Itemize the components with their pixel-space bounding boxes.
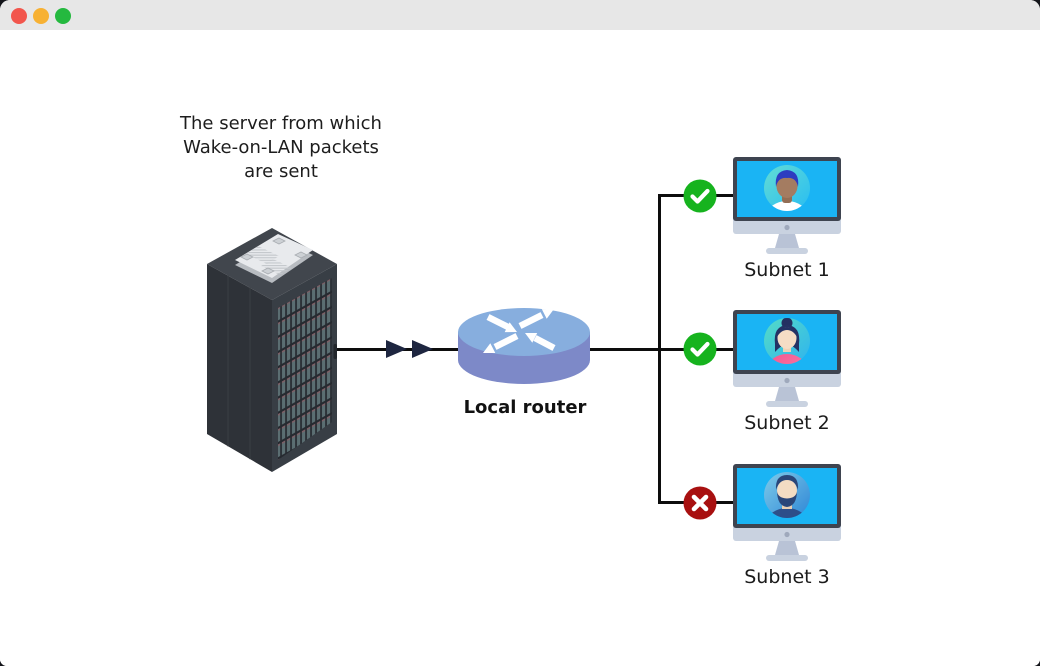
status-check-icon [683, 332, 717, 366]
zoom-button[interactable] [55, 8, 71, 24]
server-rack-icon [207, 228, 337, 472]
server-caption-line: are sent [244, 161, 318, 182]
subnet1-monitor-icon [733, 157, 841, 254]
subnet2-label: Subnet 2 [744, 412, 830, 434]
subnet1-label: Subnet 1 [744, 259, 830, 281]
diagram-canvas: The server from which Wake-on-LAN packet… [0, 30, 1040, 666]
server-caption-line: The server from which [180, 113, 382, 134]
router-label: Local router [463, 397, 587, 418]
close-button[interactable] [11, 8, 27, 24]
window-titlebar [0, 0, 1040, 30]
status-cross-icon [683, 486, 717, 520]
subnet2-monitor-icon [733, 310, 841, 407]
packet-flow-arrows-icon [386, 340, 433, 358]
server-caption-line: Wake-on-LAN packets [183, 137, 379, 158]
subnet3-monitor-icon [733, 464, 841, 561]
status-check-icon [683, 179, 717, 213]
minimize-button[interactable] [33, 8, 49, 24]
link-branch-vertical [658, 194, 661, 504]
router-icon [458, 308, 590, 384]
server-caption: The server from which Wake-on-LAN packet… [128, 112, 434, 184]
subnet3-label: Subnet 3 [744, 566, 830, 588]
